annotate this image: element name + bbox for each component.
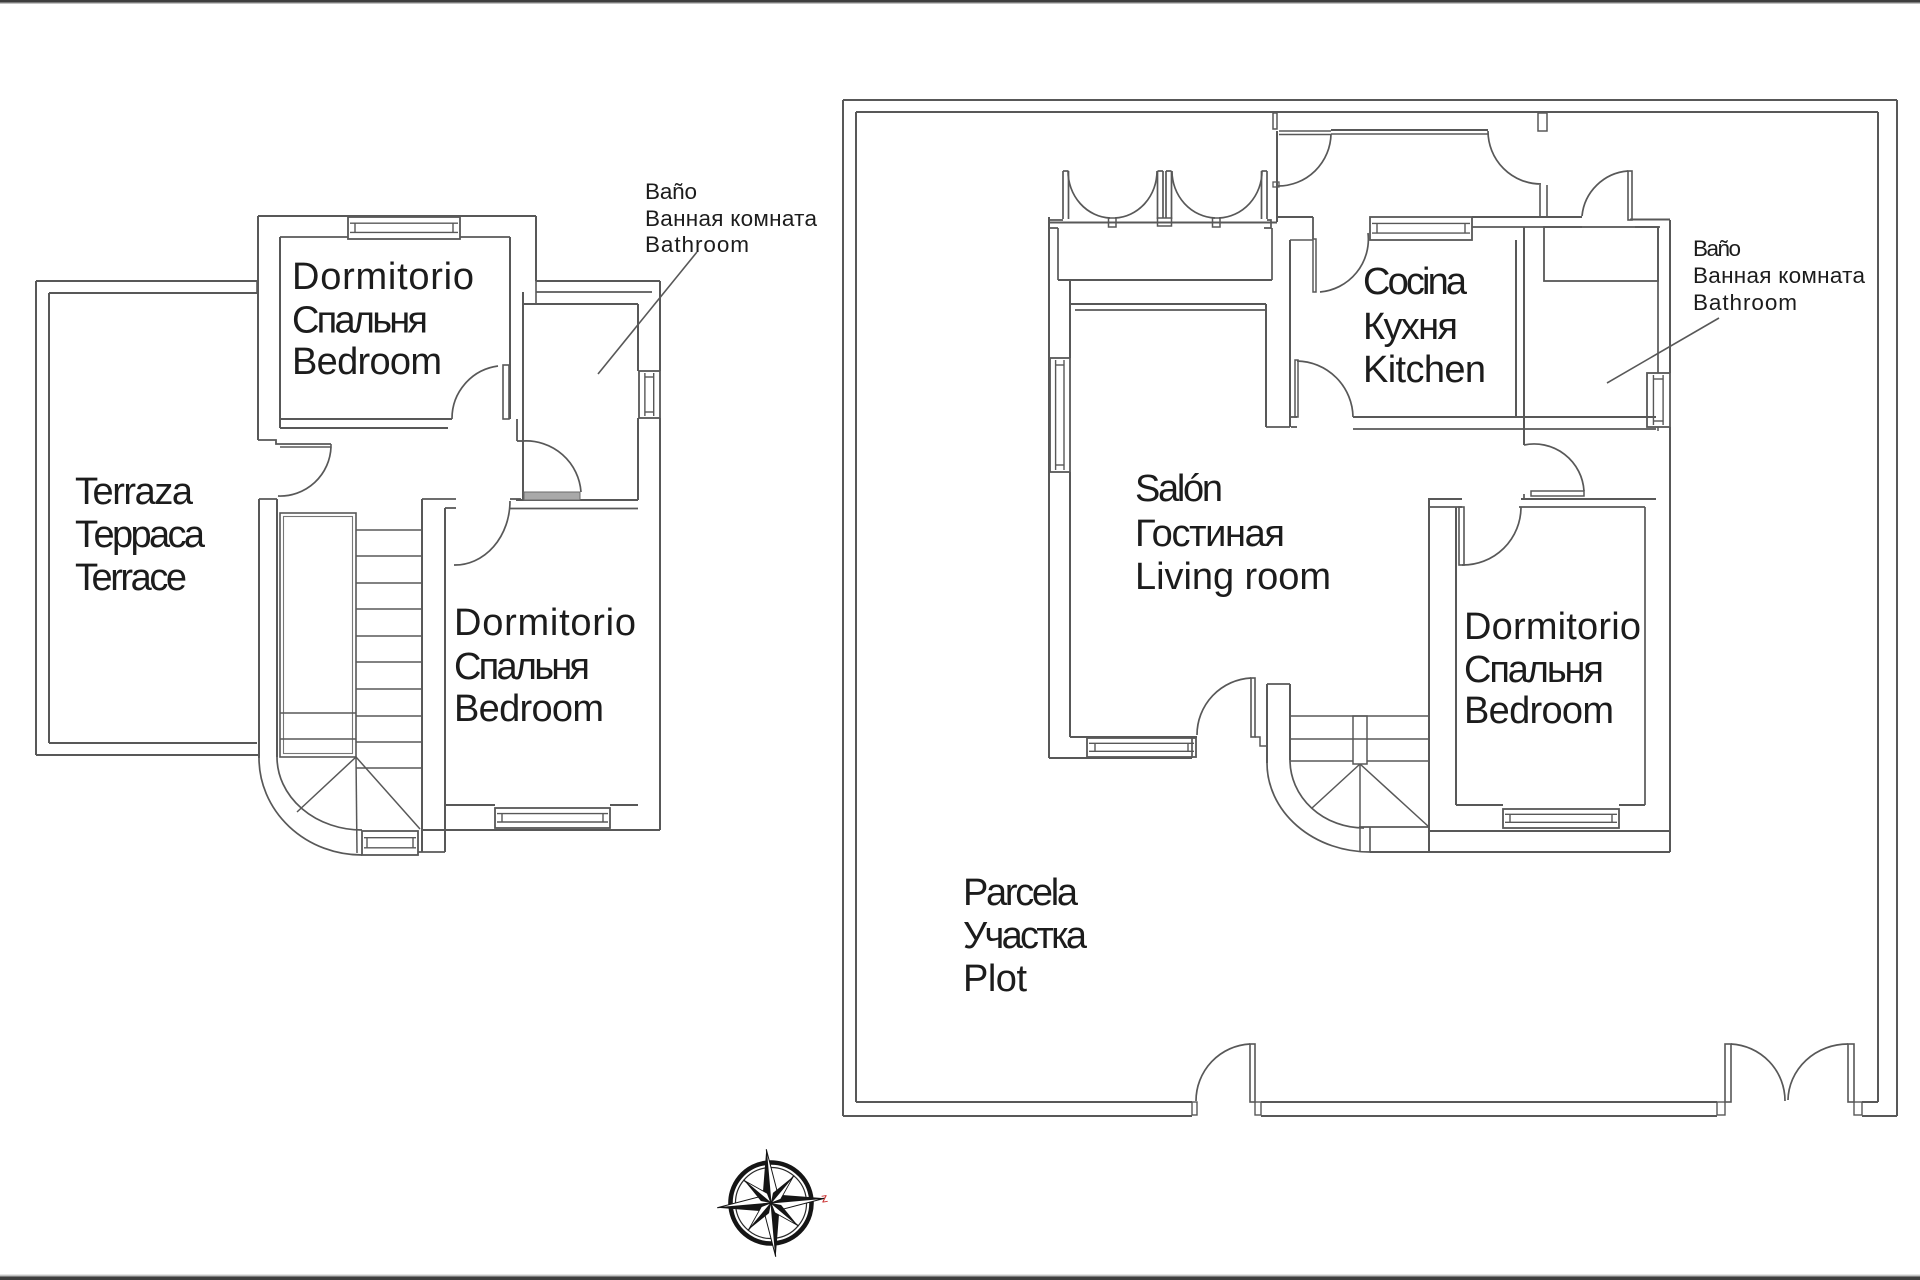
svg-text:Bathroom: Bathroom [1693,290,1797,315]
svg-text:Ванная комната: Ванная комната [645,206,817,231]
svg-text:Dormitorio: Dormitorio [292,256,474,298]
svg-text:Спальня: Спальня [1464,649,1604,691]
svg-text:Baño: Baño [1693,236,1741,261]
svg-text:Bedroom: Bedroom [454,688,604,730]
svg-text:Baño: Baño [645,179,697,204]
svg-text:Living room: Living room [1135,556,1331,598]
svg-text:Bedroom: Bedroom [1464,690,1614,732]
svg-text:z: z [820,1190,829,1206]
svg-text:Terrace: Terrace [75,557,187,599]
svg-text:Ванная комната: Ванная комната [1693,263,1865,288]
svg-text:Bedroom: Bedroom [292,341,442,383]
svg-text:Кухня: Кухня [1363,306,1458,348]
svg-text:Plot: Plot [963,958,1027,1000]
svg-text:Kitchen: Kitchen [1363,349,1486,391]
svg-text:Dormitorio: Dormitorio [1464,606,1641,648]
svg-text:Terraza: Terraza [75,471,194,513]
svg-text:Bathroom: Bathroom [645,232,749,257]
svg-text:Dormitorio: Dormitorio [454,602,636,644]
svg-text:Гостиная: Гостиная [1135,513,1285,555]
svg-text:Участка: Участка [963,915,1088,957]
svg-text:Спальня: Спальня [292,300,428,342]
svg-text:Cocina: Cocina [1363,261,1468,303]
svg-text:Parcela: Parcela [963,872,1079,914]
svg-text:Терраса: Терраса [75,514,206,556]
svg-text:Salón: Salón [1135,468,1223,510]
svg-text:Спальня: Спальня [454,646,590,688]
